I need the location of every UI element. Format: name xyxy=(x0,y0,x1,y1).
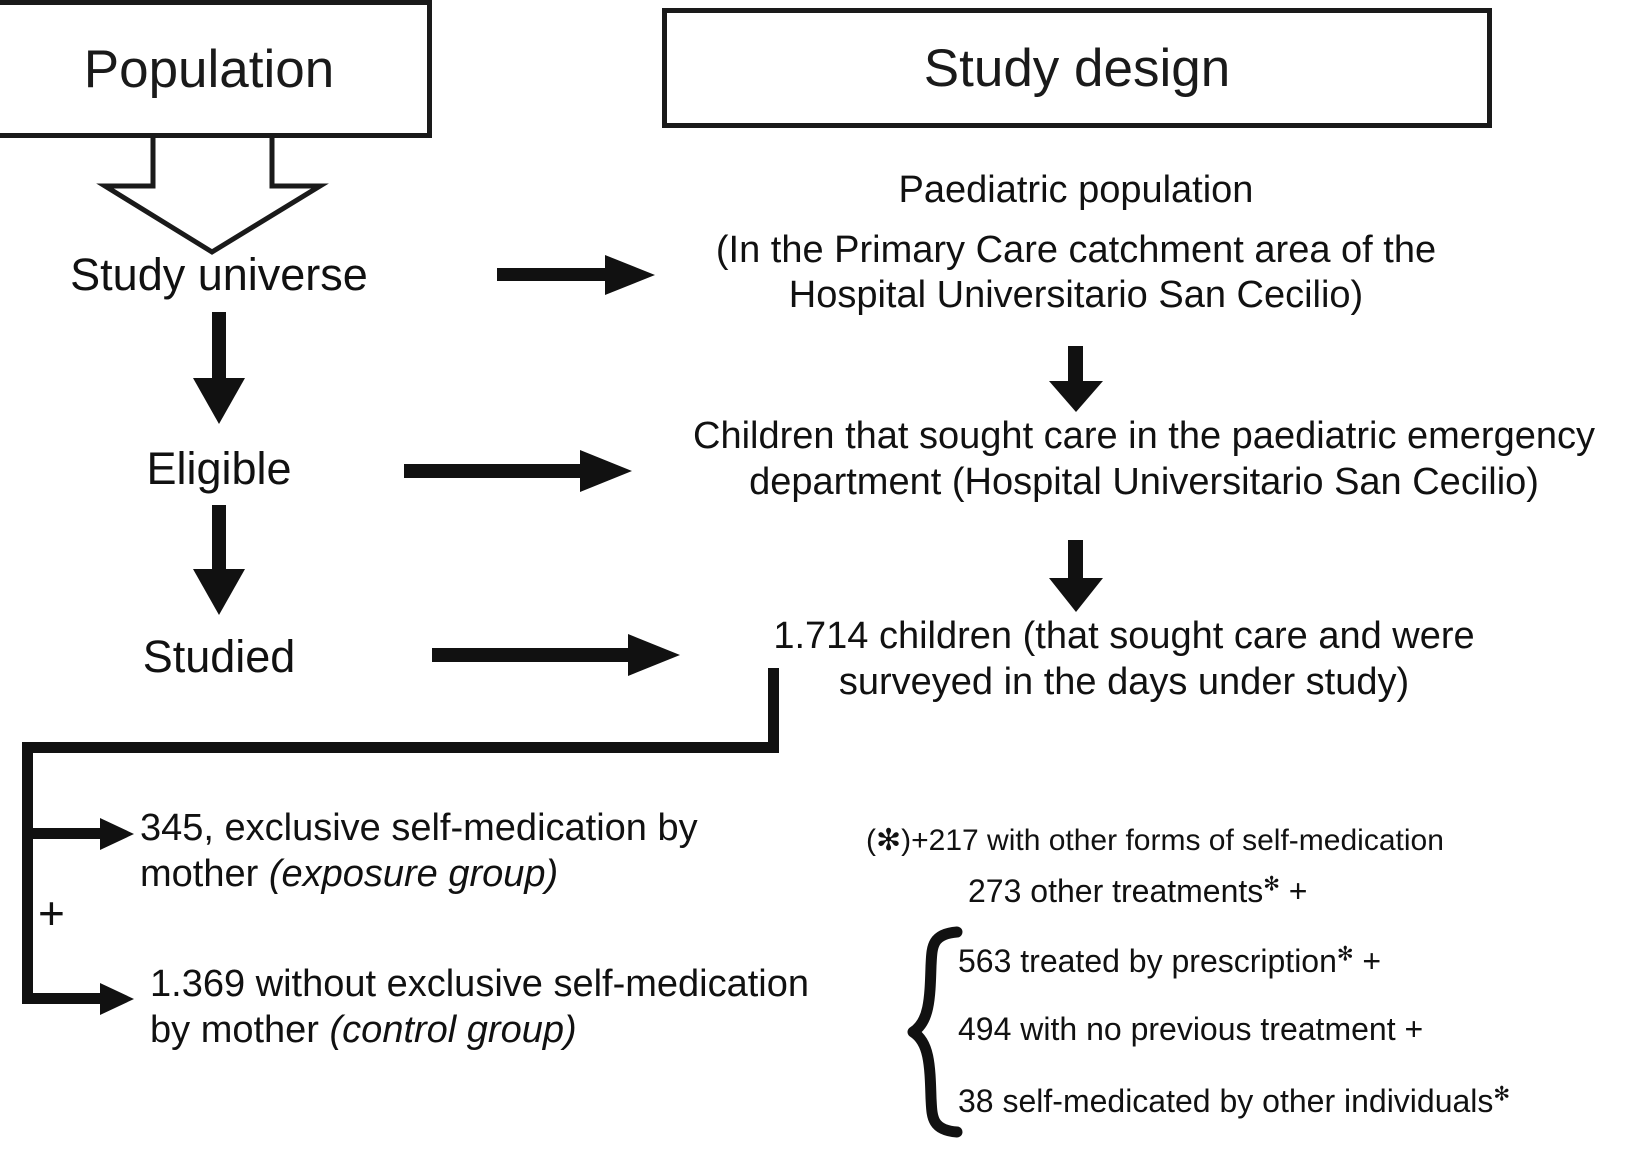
children-1714-line-1: 1.714 children (that sought care and wer… xyxy=(773,615,1475,657)
arrow-to-1714-children xyxy=(432,634,680,676)
note-paren-open: ( xyxy=(866,824,876,857)
design-node-1714-children: 1.714 children (that sought care and wer… xyxy=(744,614,1504,705)
breakdown-item-1-suffix: + xyxy=(1362,943,1382,979)
breakdown-item-self-medicated-other-individuals: 38 self-medicated by other individuals✻ xyxy=(958,1082,1510,1120)
stage-label-eligible: Eligible xyxy=(146,443,292,494)
arrow-design-2-to-3 xyxy=(1049,540,1103,612)
control-group-block: 1.369 without exclusive self-medication … xyxy=(150,962,850,1053)
study-design-header-label: Study design xyxy=(923,38,1231,98)
arrow-eligible-to-studied xyxy=(193,505,245,615)
paediatric-population-detail-line-2: Hospital Universitario San Cecilio) xyxy=(788,274,1364,317)
breakdown-item-0-suffix: + xyxy=(1288,873,1308,909)
control-group-label-italic: (control group) xyxy=(329,1008,577,1051)
breakdown-item-treated-by-prescription: 563 treated by prescription✻ + xyxy=(958,942,1381,980)
exposure-group-block: 345, exclusive self-medication by mother… xyxy=(140,806,780,897)
design-node-paediatric-population: Paediatric population (In the Primary Ca… xyxy=(660,168,1492,319)
self-medication-note: (✻)+217 with other forms of self-medicat… xyxy=(866,822,1444,860)
exposure-group-line-1: 345, exclusive self-medication by xyxy=(140,807,698,849)
curly-brace-breakdown xyxy=(907,926,963,1138)
plus-between-groups: + xyxy=(38,887,65,939)
control-group-line-1: 1.369 without exclusive self-medication xyxy=(150,963,810,1005)
children-sought-care-line-2: department (Hospital Universitario San C… xyxy=(749,460,1539,503)
breakdown-item-3-text: 38 self-medicated by other individuals xyxy=(958,1083,1494,1119)
arrow-to-children-sought-care xyxy=(404,450,632,492)
children-sought-care-line-1: Children that sought care in the paediat… xyxy=(693,415,1595,457)
arrow-study-universe-to-eligible xyxy=(193,312,245,424)
stage-label-studied: Studied xyxy=(142,631,296,682)
note-asterisk-icon: ✻ xyxy=(876,824,902,857)
children-1714-line-2: surveyed in the days under study) xyxy=(838,660,1410,703)
population-header-label: Population xyxy=(83,39,335,99)
paediatric-population-detail-line-1: (In the Primary Care catchment area of t… xyxy=(715,228,1437,271)
design-node-children-sought-care: Children that sought care in the paediat… xyxy=(636,414,1652,505)
study-design-header-box: Study design xyxy=(662,8,1492,128)
breakdown-item-0-asterisk-icon: ✻ xyxy=(1263,873,1280,896)
stage-label-study-universe: Study universe xyxy=(70,249,368,300)
population-header-box: Population xyxy=(0,0,432,138)
breakdown-item-no-previous-treatment: 494 with no previous treatment + xyxy=(958,1010,1423,1048)
exposure-group-line-2: mother (exposure group) xyxy=(140,852,780,898)
control-group-line-2: by mother (control group) xyxy=(150,1008,850,1054)
note-remainder: )+217 with other forms of self-medicatio… xyxy=(901,824,1444,857)
exposure-group-line-2-plain: mother xyxy=(140,852,269,895)
exposure-group-label-italic: (exposure group) xyxy=(268,852,559,895)
paediatric-population-title: Paediatric population xyxy=(898,169,1254,211)
breakdown-item-other-treatments: 273 other treatments✻ + xyxy=(968,872,1307,910)
breakdown-item-2-text: 494 with no previous treatment + xyxy=(958,1011,1424,1047)
breakdown-item-1-text: 563 treated by prescription xyxy=(958,943,1337,979)
arrow-to-paediatric-population xyxy=(497,255,655,295)
block-arrow-population-to-study-universe xyxy=(96,138,329,255)
breakdown-item-3-asterisk-icon: ✻ xyxy=(1493,1083,1511,1106)
arrow-design-1-to-2 xyxy=(1049,346,1103,412)
control-group-line-2-plain: by mother xyxy=(150,1008,330,1051)
breakdown-item-1-asterisk-icon: ✻ xyxy=(1336,943,1354,966)
breakdown-item-0-text: 273 other treatments xyxy=(968,873,1264,909)
